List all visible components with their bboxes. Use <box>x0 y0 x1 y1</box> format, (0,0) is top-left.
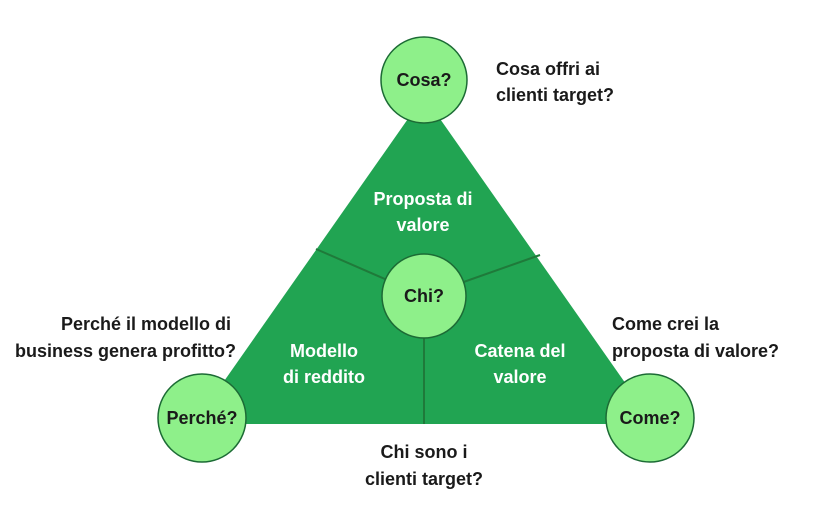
question-what-line2: clienti target? <box>496 85 614 105</box>
node-how-circle <box>605 373 695 463</box>
region-revenue-model-line2: di reddito <box>283 367 365 387</box>
question-who-line2: clienti target? <box>365 469 483 489</box>
question-why-line2: business genera profitto? <box>15 341 236 361</box>
node-what-circle <box>380 36 468 124</box>
region-value-proposition-line2: valore <box>396 215 449 235</box>
question-what-line1: Cosa offri ai <box>496 59 600 79</box>
question-how-line2: proposta di valore? <box>612 341 779 361</box>
node-why-circle <box>157 373 247 463</box>
region-revenue-model-line1: Modello <box>290 341 358 361</box>
question-why-line1: Perché il modello di <box>61 314 231 334</box>
node-what-label: Cosa? <box>396 70 451 90</box>
node-who-label: Chi? <box>404 286 444 306</box>
node-who-circle <box>381 253 467 339</box>
node-how-label: Come? <box>619 408 680 428</box>
region-value-proposition-line1: Proposta di <box>373 189 472 209</box>
question-how-line1: Come crei la <box>612 314 720 334</box>
node-why-label: Perché? <box>166 408 237 428</box>
region-value-chain-line2: valore <box>493 367 546 387</box>
region-value-chain-line1: Catena del <box>474 341 565 361</box>
question-who-line1: Chi sono i <box>381 442 468 462</box>
